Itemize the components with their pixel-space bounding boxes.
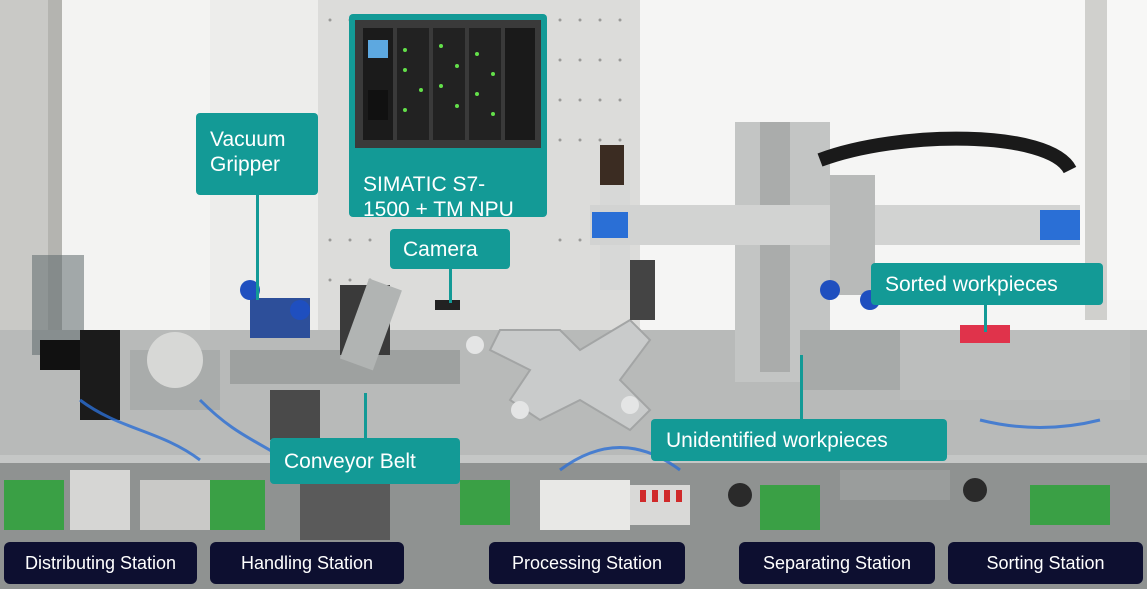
station-label-handling: Handling Station — [210, 542, 404, 584]
sorted-workpieces-callout: Sorted workpieces — [871, 263, 1103, 305]
plc-label-line-1: SIMATIC S7- — [363, 173, 486, 196]
unidentified-workpieces-callout: Unidentified workpieces — [651, 419, 947, 461]
camera-leader-line — [449, 267, 452, 303]
camera-callout: Camera — [390, 229, 510, 269]
sorted-workpieces-leader-line — [984, 302, 987, 332]
vacuum-gripper-label-line-2: Gripper — [210, 153, 281, 176]
station-label-distributing: Distributing Station — [4, 542, 197, 584]
vacuum-gripper-label-line-1: Vacuum — [210, 128, 286, 151]
conveyor-belt-leader-line — [364, 393, 367, 438]
station-label-sorting: Sorting Station — [948, 542, 1143, 584]
plc-module-image — [355, 20, 541, 148]
plc-label-line-2: 1500 + TM NPU — [363, 198, 514, 221]
plc-label: SIMATIC S7- 1500 + TM NPU — [363, 172, 514, 222]
vacuum-gripper-callout: Vacuum Gripper — [196, 113, 318, 195]
station-label-separating: Separating Station — [739, 542, 935, 584]
station-label-processing: Processing Station — [489, 542, 685, 584]
unidentified-workpieces-leader-line — [800, 355, 803, 425]
vacuum-gripper-leader-line — [256, 195, 259, 300]
plc-callout: SIMATIC S7- 1500 + TM NPU — [349, 14, 547, 221]
conveyor-belt-callout: Conveyor Belt — [270, 438, 460, 484]
